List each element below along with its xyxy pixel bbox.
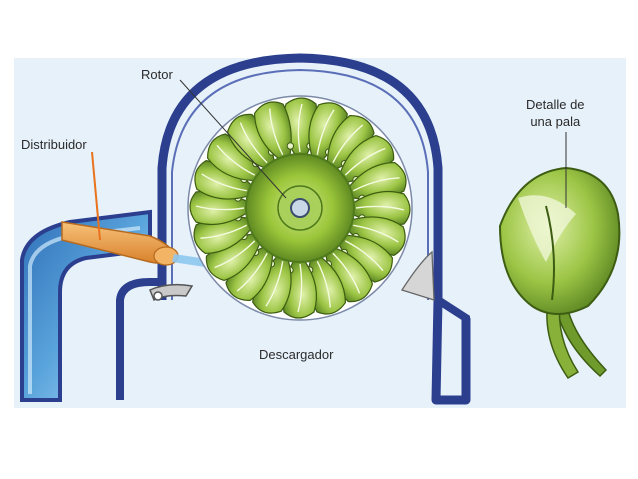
blade-detail-arm [554,299,608,378]
rotor-bucket-ridge [214,240,256,269]
casing-inner-edge [171,68,429,300]
discharge-shield [400,250,435,301]
deflector-pivot [153,291,163,301]
rotor-leader-line [179,79,287,199]
rotor-bucket [308,102,348,162]
housing-left-wall [116,278,160,400]
blade-detail [498,166,621,380]
rotor-bucket-ridge [344,147,386,176]
rotor-bucket-ridge [344,240,384,272]
rotor-shaft [290,198,310,218]
rotor-bucket [253,101,295,161]
rotor-bucket-ridge [297,103,303,153]
rotor-bucket-ridge [353,224,399,243]
rotor-buckets [189,97,411,319]
blade-detail-label-line1: Detalle de [526,97,585,112]
rotor-bucket-ridge [200,224,248,239]
blade-detail-label-line2: una pala [530,114,581,129]
rotor-bucket-ridge [297,263,303,313]
rotor-bucket-ridge [352,177,400,192]
inlet-pipe [20,209,152,402]
discharge-label: Descargador [259,347,334,362]
rotor-bucket-ridge [355,205,405,211]
blade-detail-highlight [518,195,576,262]
distributor-label: Distribuidor [21,137,87,152]
rotor-bucket-ridge [236,252,268,292]
rotor-bucket-ridge [195,205,245,211]
turbine-casing [157,53,471,405]
rotor-bucket-ridge [265,261,284,307]
rotor-bucket-ridge [332,124,364,164]
rotor-bucket-ridge [201,173,247,192]
distributor-leader-line [91,151,101,241]
rotor-bolt-hole [286,142,295,150]
blade-detail-arm-front [546,299,580,380]
rotor-bucket-ridge [332,252,361,294]
rotor-bucket-ridge [269,108,284,156]
housing-right-wall [435,296,470,400]
rotor-bucket-ridge [239,122,268,164]
rotor-label: Rotor [141,67,173,82]
blade-detail-ridge [545,205,555,301]
rotor-bucket-ridge [316,260,331,308]
blade-detail-label: Detalle de una pala [526,96,585,130]
rotor-bucket-ridge [216,144,256,176]
rotor-bucket-ridge [316,109,335,155]
